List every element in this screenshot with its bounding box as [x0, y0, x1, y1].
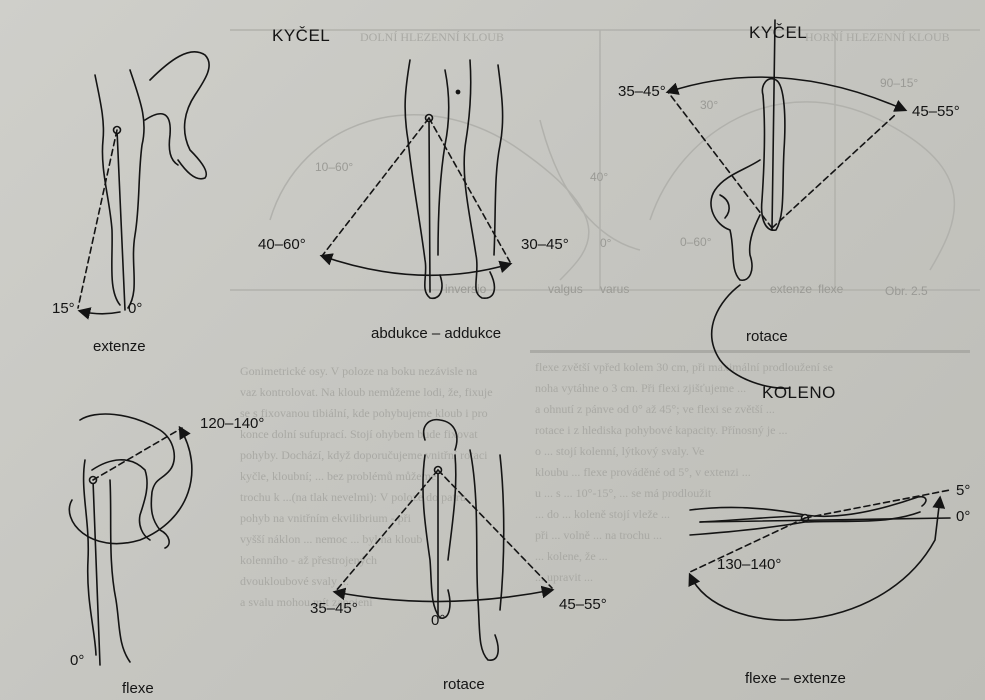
- dot: [456, 90, 459, 93]
- range-arc: [322, 256, 510, 275]
- rotation-line: [772, 115, 895, 228]
- leg-outline: [150, 52, 209, 179]
- hip-extension-angle-left: 15°: [52, 300, 75, 317]
- range-arc: [80, 311, 120, 314]
- leg-outline: [690, 497, 926, 517]
- range-arc: [668, 77, 905, 110]
- adduction-line: [429, 118, 510, 262]
- hip-rotation-bottom-angle-zero: 0°: [431, 612, 445, 629]
- axis-line: [772, 20, 775, 230]
- leg-outline: [95, 75, 120, 305]
- knee-angle-bottom: 130–140°: [717, 556, 781, 573]
- leg-outline: [500, 455, 504, 610]
- rotation-line: [668, 92, 772, 228]
- hip-rotation-bottom-caption: rotace: [443, 676, 485, 693]
- hip-rotation-top-title: KYČEL: [749, 23, 807, 43]
- leg-outline: [470, 450, 498, 660]
- hip-rotation-bottom-angle-right: 45–55°: [559, 596, 607, 613]
- hip-flexion-angle-zero: 0°: [70, 652, 84, 669]
- hyperextension-line: [805, 490, 950, 518]
- knee-title: KOLENO: [762, 383, 836, 403]
- leg-outline: [423, 455, 450, 618]
- abduction-line: [322, 118, 429, 256]
- axis-line: [117, 130, 125, 310]
- hip-abduction-angle-left: 40–60°: [258, 236, 306, 253]
- hip-abduction-title: KYČEL: [272, 26, 330, 46]
- axis-line: [429, 118, 430, 292]
- hip-rotation-top-caption: rotace: [746, 328, 788, 345]
- hip-rotation-top-angle-left: 35–45°: [618, 83, 666, 100]
- knee-detail: [720, 195, 729, 218]
- leg-outline: [405, 60, 442, 298]
- leg-outline: [448, 455, 456, 560]
- knee-outline: [424, 420, 457, 450]
- knee-angle-zero: 0°: [956, 508, 970, 525]
- knee-angle-top: 5°: [956, 482, 970, 499]
- knee-outline: [711, 160, 760, 280]
- hip-extension-angle-right: 0°: [128, 300, 142, 317]
- leg-outline: [438, 70, 449, 255]
- hip-extension-figure: [78, 52, 209, 314]
- leg-outline: [110, 480, 130, 662]
- leg-outline: [494, 65, 503, 255]
- range-arc: [335, 590, 552, 602]
- rotation-line: [335, 470, 438, 592]
- hip-extension-caption: extenze: [93, 338, 146, 355]
- leg-outline: [464, 60, 494, 298]
- rotation-line: [438, 470, 552, 588]
- hip-rotation-top-angle-right: 45–55°: [912, 103, 960, 120]
- hip-abduction-caption: abdukce – addukce: [371, 325, 501, 342]
- knee-caption: flexe – extenze: [745, 670, 846, 687]
- hip-flexion-caption: flexe: [122, 680, 154, 697]
- hip-flexion-figure: [69, 414, 192, 665]
- hip-flexion-angle-top: 120–140°: [200, 415, 264, 432]
- leg-outline: [145, 114, 178, 165]
- hip-rotation-bottom-angle-left: 35–45°: [310, 600, 358, 617]
- hip-abduction-figure: [322, 60, 510, 298]
- leg-outline: [128, 70, 144, 308]
- leg-outline: [92, 460, 150, 540]
- hip-abduction-angle-right: 30–45°: [521, 236, 569, 253]
